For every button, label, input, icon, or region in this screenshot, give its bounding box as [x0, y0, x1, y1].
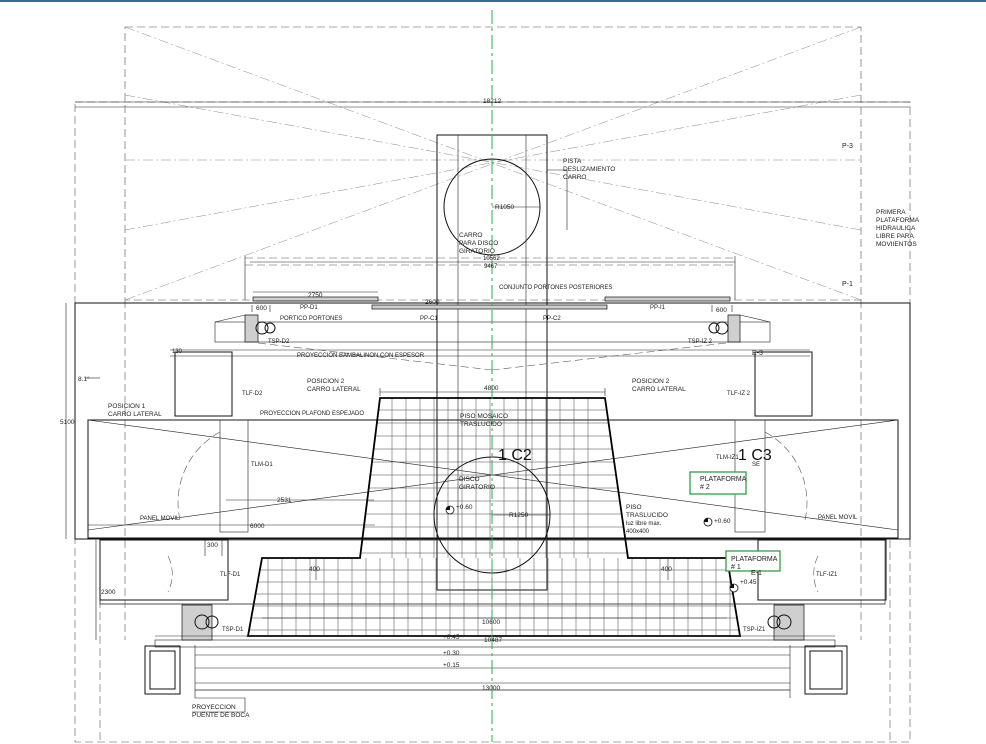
label-carro-1: CARRO [459, 232, 482, 239]
label-piso-mosaico-1: PISO MOSAICO [460, 413, 508, 420]
label-e3: E-3 [752, 350, 763, 357]
label-pp-c2: PP-C2 [543, 316, 561, 322]
label-pos1-1: POSICION 1 [108, 403, 146, 410]
label-proy-puente-1: PROYECCION [192, 704, 236, 711]
label-plataforma2-2: # 2 [700, 484, 710, 491]
section-callout-c3: 1 C3 [738, 447, 772, 464]
section-callout-c3-small: SE [752, 462, 760, 468]
label-pista-2: DESLIZAMIENTO [563, 166, 615, 173]
dim-6000: 6000 [250, 523, 265, 530]
label-portico: PORTICO PORTONES [280, 316, 342, 322]
label-plataforma2-1: PLATAFORMA [700, 476, 747, 483]
dim-2300: 2300 [101, 589, 116, 596]
dim-130: 130 [172, 349, 183, 355]
label-panel-movil-right: PANEL MOVIL [818, 515, 858, 521]
label-tlf-d2: TLF-D2 [242, 391, 263, 397]
level-045-bottom: +0.45 [443, 634, 460, 641]
label-plataforma1-2: # 1 [731, 564, 741, 571]
label-tsp-iz1: TSP-IZ1 [743, 627, 766, 633]
label-pos2-right-1: POSICION 2 [632, 378, 670, 385]
label-pos2-left-1: POSICION 2 [307, 378, 345, 385]
label-piso-mosaico-2: TRASLUCIDO [460, 421, 502, 428]
side-dash-lines [99, 300, 891, 740]
dim-600-left: 600 [256, 305, 267, 312]
label-carro-3: GIRATORIO [459, 248, 495, 255]
dim-angle: 8.1° [78, 375, 90, 383]
section-callout-c2: 1 C2 [498, 447, 532, 464]
label-proy-bambalinon: PROYECCION BAMBALINON CON ESPESOR [297, 353, 425, 359]
level-060-right: +0.60 [714, 518, 731, 525]
label-carro-2: PARA DISCO [459, 240, 498, 247]
label-conjunto: CONJUNTO PORTONES POSTERIORES [499, 285, 612, 291]
label-p1: P-1 [842, 281, 853, 288]
label-disco-2: GIRATORIO [459, 484, 495, 491]
label-pista-1: PISTA [563, 158, 582, 165]
proscenium-columns [144, 645, 848, 695]
dim-18212: 18212 [483, 98, 501, 105]
label-pp-i1: PP-I1 [650, 305, 666, 311]
level-015: +0.15 [443, 662, 460, 669]
label-primera-2: PLATAFORMA [876, 217, 920, 224]
label-piso-trasl-3: luz libre max. [626, 521, 662, 527]
lower-left-corner-gate [181, 604, 219, 641]
dim-10600: 10600 [482, 619, 500, 626]
label-proy-plafond: PROYECCION PLAFOND ESPEJADO [260, 411, 364, 417]
platform-1-highlight-box [725, 550, 781, 572]
label-primera-1: PRIMERA [876, 209, 906, 216]
label-pp-d1: PP-D1 [300, 305, 318, 311]
label-plataforma1-1: PLATAFORMA [731, 556, 778, 563]
level-045-right: +0.45 [740, 579, 757, 586]
label-tlf-iz1: TLF-IZ1 [816, 572, 838, 578]
label-disco-1: DISCO [459, 476, 480, 483]
dim-r1250: R1250 [509, 512, 529, 519]
label-tsp-d1: TSP-D1 [222, 627, 244, 633]
label-proy-puente-2: PUENTE DE BOCA [192, 712, 250, 719]
label-pista-3: CARRO [563, 174, 586, 181]
label-piso-trasl-1: PISO [626, 504, 642, 511]
dim-300: 300 [207, 542, 218, 549]
label-tlf-d1: TLF-D1 [220, 572, 241, 578]
lower-right-corner-gate [767, 604, 805, 641]
upper-right-corner-gate [708, 314, 741, 343]
label-tlm-iz1: TLM-IZ1 [716, 455, 739, 461]
label-pos2-right-2: CARRO LATERAL [632, 386, 686, 393]
dim-2750: 2750 [308, 292, 323, 299]
label-piso-trasl-4: 400x400 [626, 529, 650, 535]
label-pos1-2: CARRO LATERAL [108, 411, 162, 418]
label-tlf-iz2: TLF-IZ 2 [727, 391, 751, 397]
dim-10487: 10487 [484, 637, 502, 644]
dim-9467: 9467 [484, 264, 498, 270]
dim-5100: 5100 [60, 419, 75, 426]
label-primera-3: HIDRAULICA [876, 225, 916, 232]
dim-4800: 4800 [484, 385, 499, 392]
rear-gates-assembly [244, 256, 736, 312]
dim-r1050: R1050 [495, 204, 515, 211]
level-030: +0.30 [443, 650, 460, 657]
dim-10562: 10562 [483, 256, 500, 262]
lateral-carriage-band [87, 419, 899, 539]
label-primera-5: MOVIIENTOS [876, 241, 917, 248]
upper-left-corner-gate [244, 314, 276, 343]
label-primera-4: LIBRE PARA [876, 233, 914, 240]
level-060-left: +0.60 [456, 504, 473, 511]
level-markers [445, 505, 739, 593]
label-tsp-iz2: TSP-IZ 2 [688, 339, 713, 345]
label-panel-movil-left: PANEL MOVIL [140, 516, 180, 522]
dim-13000: 13000 [482, 685, 500, 692]
dim-600-right: 600 [716, 307, 727, 314]
label-tsp-d2: TSP-D2 [268, 339, 290, 345]
label-e1: E-1 [751, 570, 762, 577]
label-tlm-d1: TLM-D1 [251, 462, 273, 468]
platform-2-highlight-box [689, 471, 747, 495]
dim-400-right: 400 [661, 566, 672, 573]
top-accent-bar [0, 0, 986, 2]
dim-2531: 2531 [277, 497, 292, 504]
label-pos2-left-2: CARRO LATERAL [307, 386, 361, 393]
dim-400-left: 400 [309, 566, 320, 573]
label-piso-trasl-2: TRASLUCIDO [626, 512, 668, 519]
label-pp-c1: PP-C1 [420, 316, 438, 322]
label-p3: P-3 [842, 143, 853, 150]
dim-2600: 2600 [425, 299, 440, 306]
